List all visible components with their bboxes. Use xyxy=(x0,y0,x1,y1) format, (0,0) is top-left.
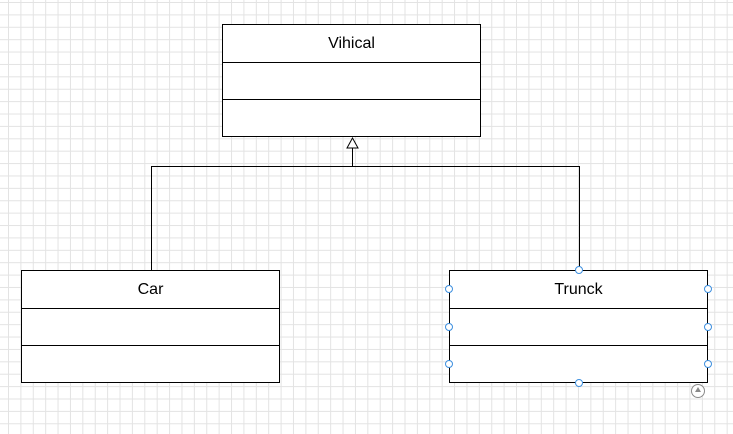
resize-handle-right-bottom[interactable] xyxy=(704,360,712,368)
rotate-handle-icon[interactable] xyxy=(691,384,705,398)
class-truck-name[interactable]: Trunck xyxy=(450,271,707,309)
resize-handle-top[interactable] xyxy=(575,266,583,274)
class-vehicle[interactable]: Vihical xyxy=(222,24,481,137)
resize-handle-right-top[interactable] xyxy=(704,285,712,293)
class-car[interactable]: Car xyxy=(21,270,280,383)
class-truck-methods[interactable] xyxy=(450,346,707,382)
resize-handle-left-bottom[interactable] xyxy=(445,360,453,368)
class-car-attributes[interactable] xyxy=(22,309,279,346)
class-car-methods[interactable] xyxy=(22,346,279,382)
class-vehicle-attributes[interactable] xyxy=(223,63,480,100)
resize-handle-bottom[interactable] xyxy=(575,379,583,387)
generalization-arrowhead xyxy=(346,136,359,149)
resize-handle-left-top[interactable] xyxy=(445,285,453,293)
connector-truck-to-vehicle[interactable] xyxy=(352,166,580,271)
class-truck[interactable]: Trunck xyxy=(449,270,708,383)
class-car-name[interactable]: Car xyxy=(22,271,279,309)
class-vehicle-name[interactable]: Vihical xyxy=(223,25,480,63)
class-vehicle-methods[interactable] xyxy=(223,100,480,136)
resize-handle-right-middle[interactable] xyxy=(704,323,712,331)
inheritance-connector[interactable] xyxy=(151,136,580,271)
connector-car-to-vehicle[interactable] xyxy=(151,148,353,270)
resize-handle-left-middle[interactable] xyxy=(445,323,453,331)
class-truck-attributes[interactable] xyxy=(450,309,707,346)
